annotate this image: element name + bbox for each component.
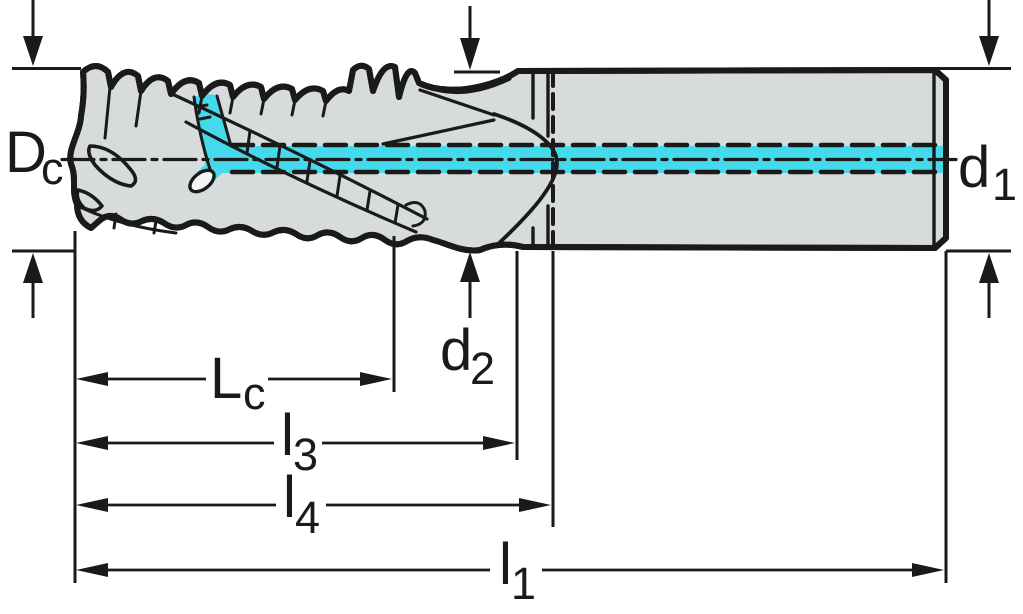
dc-arrowhead-top (23, 36, 43, 66)
lc-label: L (210, 346, 242, 411)
dimension-l1: l 1 (76, 532, 944, 609)
dc-arrowhead-bottom (23, 253, 43, 283)
flute-helix-upper (168, 91, 429, 221)
dimension-d2: d 2 (440, 6, 500, 394)
l3-arrowhead-left (76, 436, 108, 450)
tool-outline (67, 62, 949, 254)
end-tooth-face-lower (75, 188, 104, 213)
tooth-flank-lines (103, 85, 328, 140)
reference-lines (60, 69, 958, 249)
d1-label-subscript: 1 (992, 159, 1017, 210)
l1-arrowhead-right (912, 563, 944, 577)
l1-arrowhead-left (76, 563, 108, 577)
l4-label: l (283, 465, 296, 530)
l4-label-subscript: 4 (295, 492, 320, 543)
runout-inner-line (422, 77, 512, 95)
dimension-d1: d 1 (934, 0, 1017, 318)
dc-label: D (5, 120, 47, 185)
flute-helix-lower (184, 120, 418, 234)
d1-arrowhead-bottom (979, 253, 999, 283)
tooth-hook (404, 201, 427, 228)
dc-label-subscript: c (41, 143, 64, 194)
d2-arrowhead-bottom (460, 252, 480, 282)
d1-label: d (958, 135, 990, 200)
l3-label: l (281, 403, 294, 468)
dimension-lc: L c (76, 346, 392, 419)
flute-line-work (75, 71, 936, 248)
d2-arrowhead-top (460, 38, 480, 70)
l4-arrowhead-left (76, 498, 108, 512)
neck-edge-lines (531, 71, 550, 247)
coolant-bore-hidden-ticks (195, 103, 212, 121)
lc-arrowhead-left (76, 372, 108, 386)
flute-face-edge-lower (381, 118, 496, 146)
coolant-outlet-hole (188, 168, 216, 194)
d1-arrowhead-top (979, 36, 999, 66)
dimension-dc: D c (5, 0, 90, 318)
l4-arrowhead-right (519, 498, 551, 512)
dimension-l4: l 4 (76, 465, 551, 543)
lc-label-subscript: c (243, 368, 266, 419)
d2-label-subscript: 2 (470, 343, 495, 394)
l3-arrowhead-right (483, 436, 515, 450)
lc-arrowhead-right (360, 372, 392, 386)
bottom-relief-line (78, 205, 178, 235)
d2-label: d (440, 318, 472, 383)
dimension-l3: l 3 (76, 403, 515, 480)
coolant-bore-edges (192, 94, 233, 171)
l1-label: l (499, 532, 512, 597)
extension-lines (73, 231, 948, 583)
l3-label-subscript: 3 (293, 429, 318, 480)
coolant-bore (194, 94, 233, 169)
flute-face-edge-upper (418, 88, 496, 117)
flute-runout-curve (492, 112, 559, 248)
l1-label-subscript: 1 (511, 558, 536, 609)
